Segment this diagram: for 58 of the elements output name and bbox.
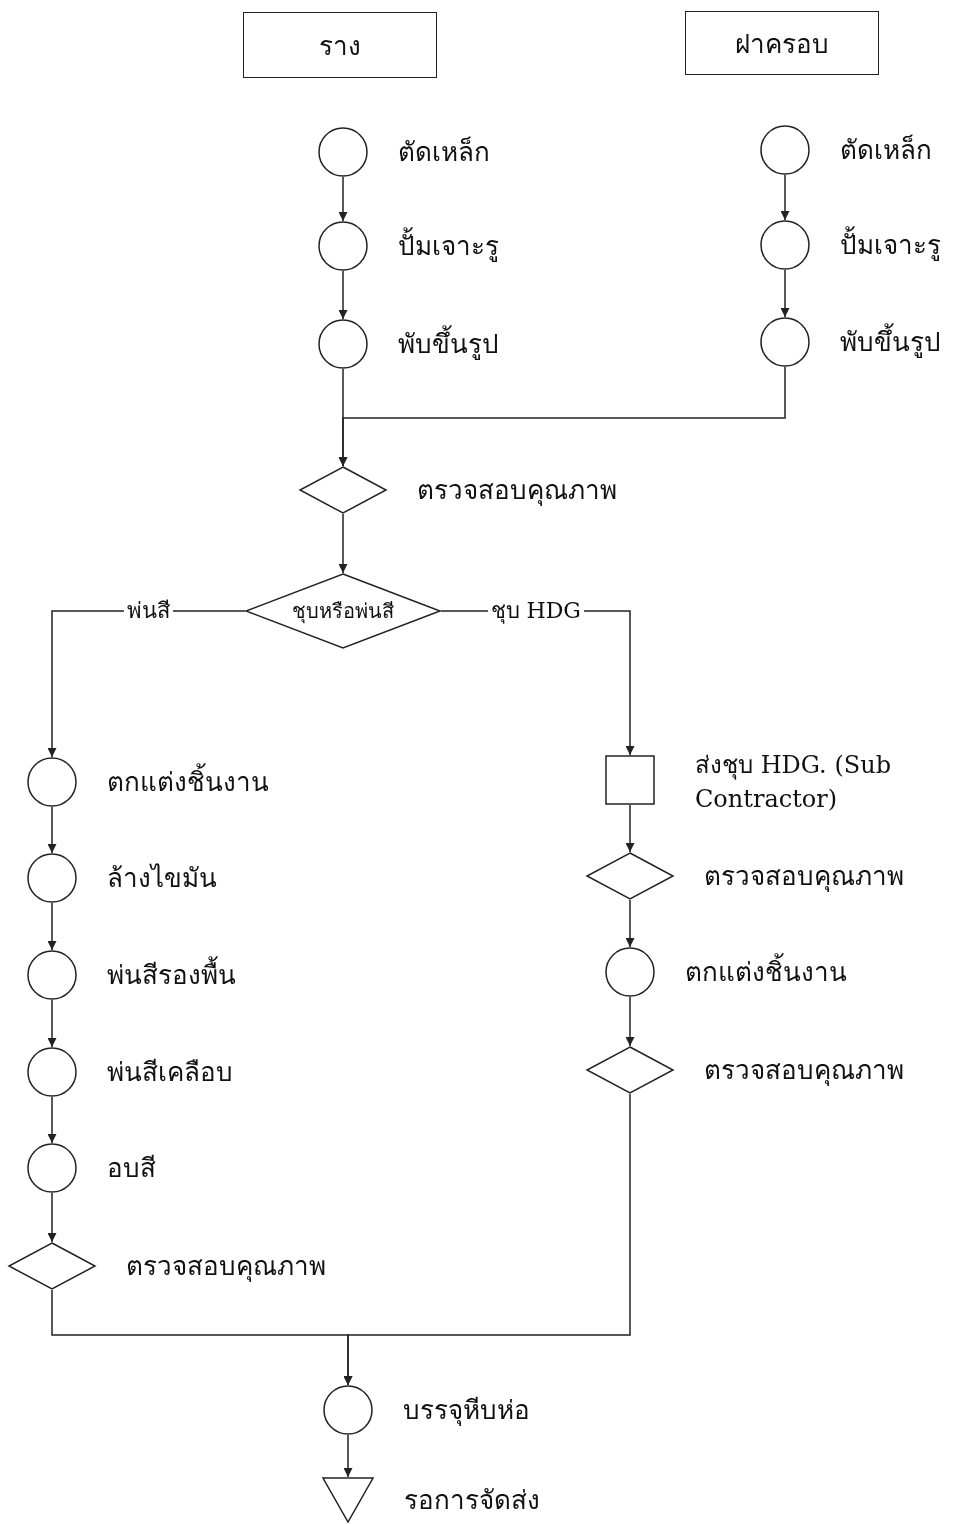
- operation-circle: [27, 1047, 77, 1097]
- arrow: [47, 1096, 57, 1144]
- arrow: [338, 366, 786, 467]
- step-label: บรรจุหีบห่อ: [403, 1394, 530, 1427]
- storage-triangle: [322, 1477, 374, 1523]
- arrow: [625, 804, 635, 853]
- part-box: ฝาครอบ: [685, 11, 879, 75]
- decision-text: ชุบหรือพ่นสี: [291, 598, 395, 626]
- step-label: ตกแต่งชิ้นงาน: [107, 765, 269, 799]
- step-label: พับขึ้นรูป: [840, 325, 941, 359]
- step-label: ตรวจสอบคุณภาพ: [126, 1250, 326, 1283]
- step-label: ตรวจสอบคุณภาพ: [704, 860, 904, 893]
- step-label: รอการจัดส่ง: [404, 1484, 540, 1517]
- step-label: ตกแต่งชิ้นงาน: [685, 955, 847, 989]
- decision-diamond: [245, 573, 441, 649]
- arrow: [780, 269, 790, 318]
- operation-circle: [27, 950, 77, 1000]
- operation-circle: [27, 853, 77, 903]
- operation-circle: [605, 947, 655, 997]
- step-label: พ่นสีรองพื้น: [107, 958, 236, 992]
- arrow: [338, 513, 348, 574]
- arrow: [47, 902, 57, 951]
- step-label: ตรวจสอบคุณภาพ: [704, 1054, 904, 1087]
- arrow: [343, 1434, 353, 1478]
- transport-square: [605, 755, 655, 805]
- arrow: [47, 999, 57, 1048]
- operation-circle: [760, 125, 810, 175]
- step-label: ตัดเหล็ก: [398, 135, 490, 169]
- inspection-diamond: [586, 852, 674, 900]
- arrow: [47, 806, 57, 854]
- inspection-diamond: [8, 1242, 96, 1290]
- arrow: [338, 270, 348, 320]
- inspection-diamond: [586, 1046, 674, 1094]
- arrow: [338, 176, 348, 222]
- operation-circle: [318, 221, 368, 271]
- step-label: ปั้มเจาะรู: [398, 229, 499, 263]
- step-label: อบสี: [107, 1152, 156, 1185]
- step-label: ตัดเหล็ก: [840, 133, 932, 167]
- step-label: พ่นสีเคลือบ: [107, 1056, 233, 1089]
- arrow: [625, 996, 635, 1047]
- arrow: [625, 899, 635, 948]
- operation-circle: [323, 1385, 373, 1435]
- operation-circle: [318, 319, 368, 369]
- inspection-diamond: [299, 466, 387, 514]
- part-box: ราง: [243, 12, 437, 78]
- operation-circle: [760, 220, 810, 270]
- operation-circle: [760, 317, 810, 367]
- arrow: [343, 1093, 631, 1386]
- operation-circle: [318, 127, 368, 177]
- step-label: ส่งชุบ HDG. (Sub Contractor): [695, 750, 892, 815]
- step-label: พับขึ้นรูป: [398, 327, 499, 361]
- operation-circle: [27, 757, 77, 807]
- step-label: ปั้มเจาะรู: [840, 228, 941, 262]
- step-label: ล้างไขมัน: [107, 862, 217, 895]
- arrow: [47, 1192, 57, 1243]
- step-label: ตรวจสอบคุณภาพ: [417, 474, 617, 507]
- arrow: [780, 174, 790, 221]
- operation-circle: [27, 1143, 77, 1193]
